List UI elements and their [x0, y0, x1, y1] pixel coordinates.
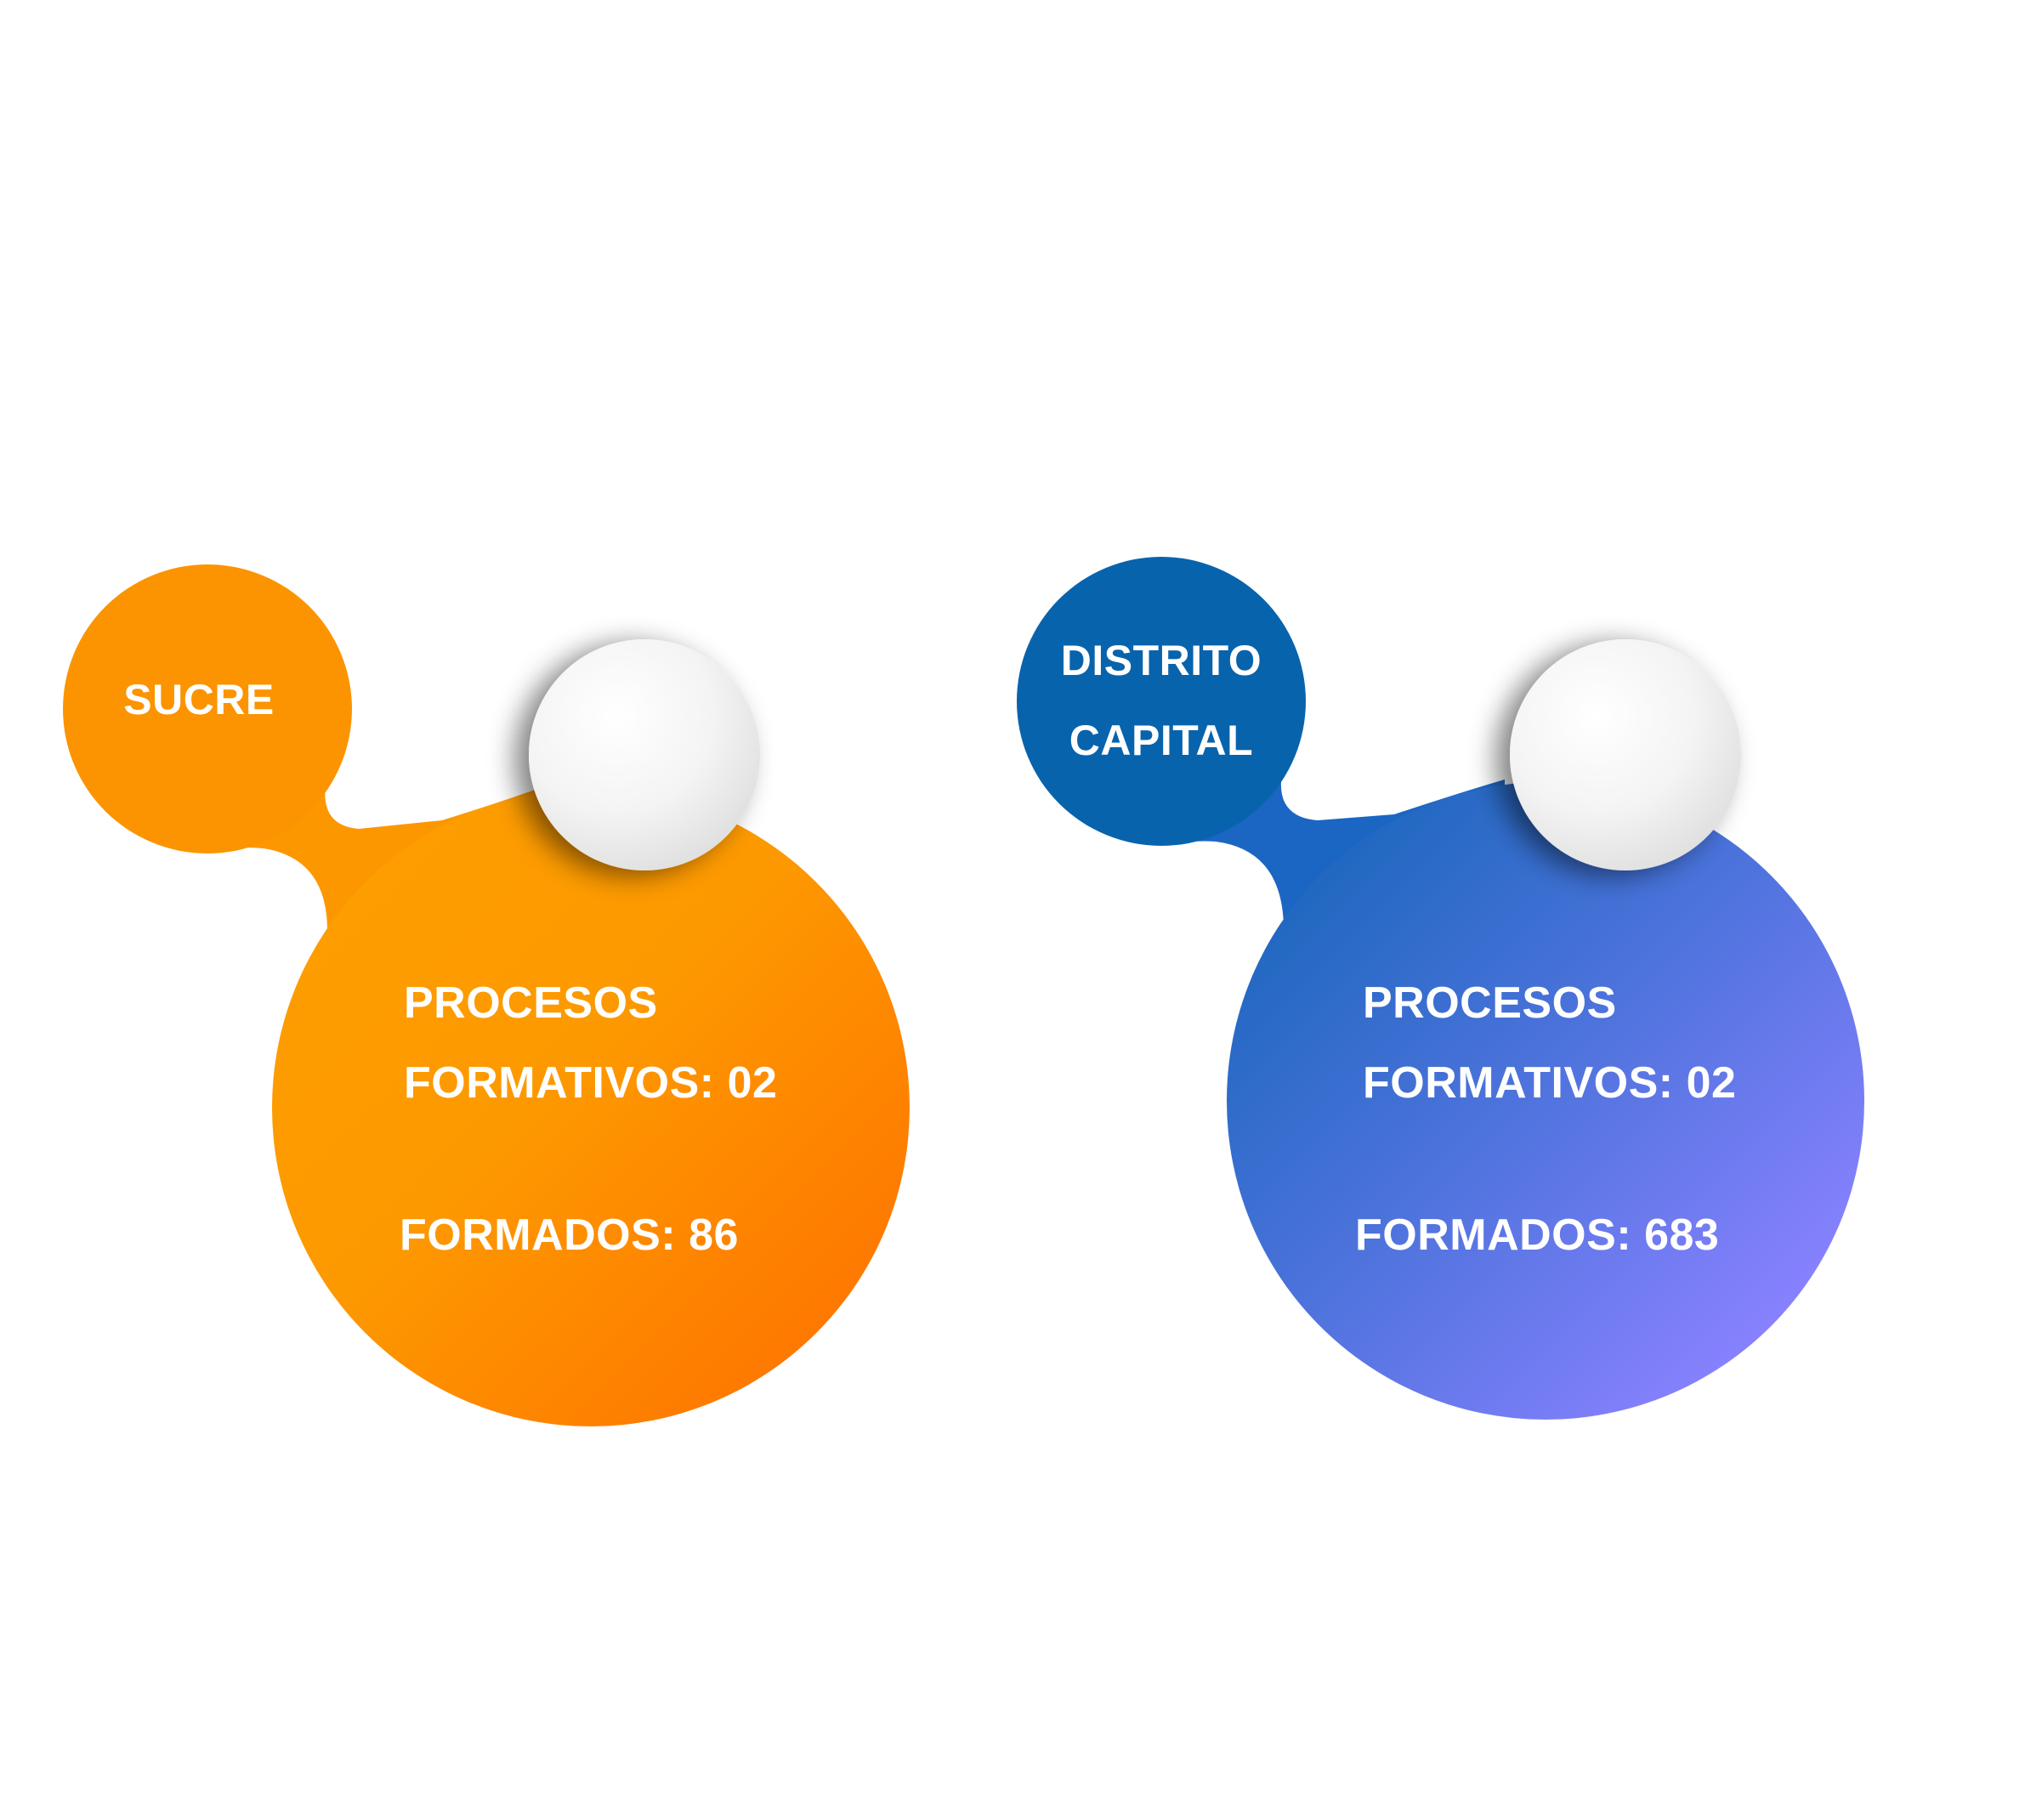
region-label-line: CAPITAL — [1069, 717, 1254, 764]
region-label-distrito-capital: DISTRITO CAPITAL — [1042, 621, 1280, 780]
procesos-line: PROCESOS — [1363, 978, 1617, 1028]
procesos-line: FORMATIVOS: 02 — [404, 1058, 778, 1108]
formados-label: FORMADOS: 683 — [1355, 1210, 1720, 1260]
knob-icon — [529, 639, 760, 870]
procesos-label: PROCESOS FORMATIVOS: 02 — [1363, 963, 1736, 1123]
stats-circle — [1227, 782, 1864, 1420]
formados-label: FORMADOS: 86 — [400, 1210, 739, 1260]
card-distrito-capital — [1017, 557, 1864, 1420]
procesos-line: PROCESOS — [404, 978, 658, 1028]
region-label-line: DISTRITO — [1060, 637, 1262, 684]
stats-circle — [272, 789, 910, 1426]
region-label-line: SUCRE — [123, 676, 275, 723]
region-circle — [63, 564, 352, 853]
region-circle — [1017, 557, 1306, 846]
procesos-label: PROCESOS FORMATIVOS: 02 — [404, 963, 777, 1123]
knob-icon — [1510, 639, 1741, 870]
procesos-line: FORMATIVOS: 02 — [1363, 1058, 1737, 1108]
region-label-sucre: SUCRE — [88, 660, 309, 740]
card-sucre — [63, 564, 910, 1426]
